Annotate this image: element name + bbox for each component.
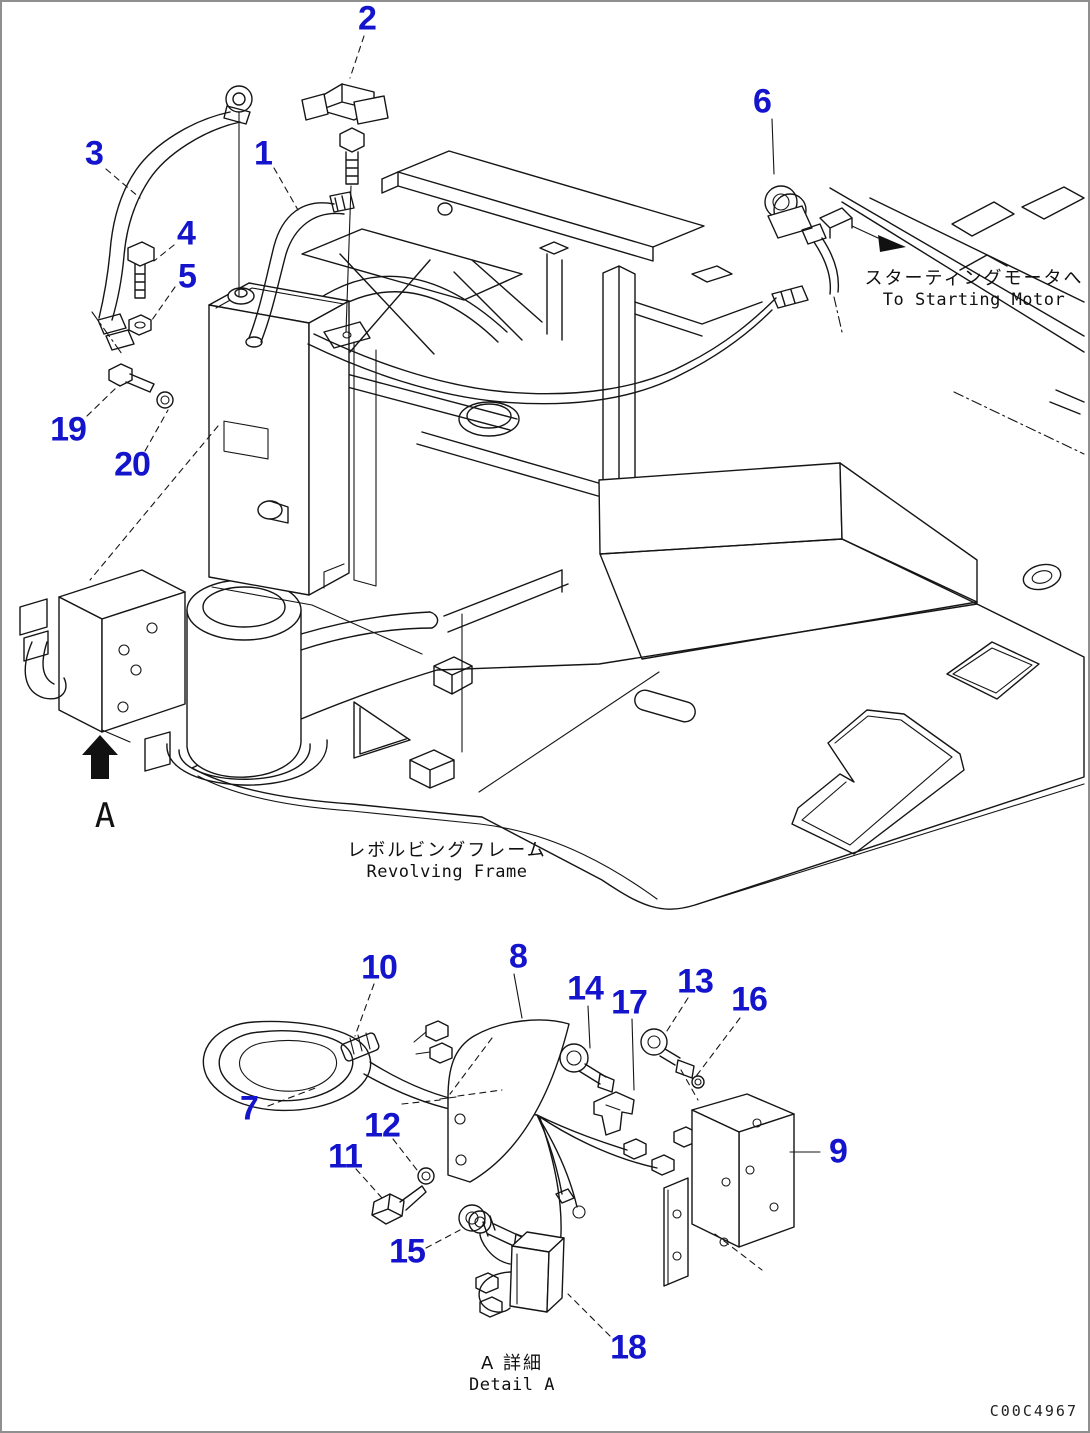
detail-a-harness	[202, 1020, 697, 1275]
caption-revolving-frame-jp: レボルビングフレーム	[347, 840, 547, 861]
leader-line-1	[273, 167, 299, 211]
cable-clamp-10	[340, 1032, 380, 1062]
starter-cable-6	[307, 185, 906, 405]
callout-number-2: 2	[358, 0, 377, 38]
callout-number-20: 20	[114, 445, 151, 484]
leader-line-19	[86, 384, 120, 417]
leader-lines	[86, 35, 821, 1337]
battery-cable-1	[238, 111, 355, 348]
frame-truss	[244, 150, 763, 497]
callout-number-1: 1	[254, 134, 273, 173]
view-a-arrow	[82, 735, 118, 779]
relay-18	[468, 1210, 565, 1318]
callout-number-9: 9	[829, 1132, 848, 1171]
leader-line-20	[144, 409, 169, 452]
leader-line-7	[267, 1086, 319, 1107]
caption-to-starting-motor: スターティングモータへ To Starting Motor	[860, 264, 1088, 310]
leader-line-3	[105, 168, 141, 199]
callout-number-10: 10	[361, 948, 398, 987]
leader-line-5	[151, 286, 176, 321]
callout-number-14: 14	[567, 969, 604, 1008]
caption-detail-a-jp: A 詳細	[480, 1353, 544, 1374]
callout-number-12: 12	[364, 1106, 401, 1145]
detail-a-plate-8	[401, 1019, 570, 1183]
direction-arrow	[878, 235, 906, 252]
relay-box-9	[663, 1093, 795, 1287]
leader-line-8	[513, 973, 523, 1019]
callout-number-8: 8	[509, 937, 528, 976]
leader-line-13	[664, 997, 689, 1035]
callout-number-15: 15	[389, 1232, 426, 1271]
callout-number-16: 16	[731, 980, 768, 1019]
leader-line-11	[355, 1168, 383, 1199]
callout-number-19: 19	[50, 410, 87, 449]
terminal-cover-2	[301, 83, 389, 185]
view-a-letter: A	[94, 796, 116, 836]
leader-line-17	[631, 1018, 635, 1091]
relay-box-assembly	[19, 425, 219, 779]
callout-number-3: 3	[85, 134, 104, 173]
callout-number-4: 4	[177, 214, 196, 253]
leader-line-16	[693, 1017, 741, 1080]
revolving-frame-plate	[191, 462, 1085, 910]
battery-cable-3	[91, 85, 253, 355]
leader-line-10	[354, 983, 375, 1037]
callout-number-17: 17	[611, 983, 648, 1022]
caption-revolving-frame-en: Revolving Frame	[366, 862, 528, 882]
caption-detail-a: A 詳細 Detail A	[442, 1349, 582, 1395]
leader-line-12	[392, 1138, 418, 1171]
callout-number-13: 13	[677, 962, 714, 1001]
leader-line-18	[567, 1293, 611, 1337]
leader-line-4	[153, 244, 175, 262]
frame-rails-right	[819, 186, 1085, 455]
swing-pillar	[144, 569, 569, 786]
callout-number-5: 5	[178, 257, 197, 296]
washer-20	[156, 391, 174, 409]
caption-detail-a-en: Detail A	[469, 1375, 555, 1395]
leader-line-2	[349, 35, 365, 79]
caption-to-starting-motor-jp: スターティングモータへ	[864, 268, 1084, 289]
callout-number-18: 18	[610, 1328, 647, 1367]
leader-line-6	[771, 118, 775, 175]
detail-a-fasteners	[371, 1028, 705, 1255]
leader-line-14	[587, 1005, 591, 1049]
bolt-4	[127, 241, 155, 299]
bolt-19	[108, 363, 155, 393]
callout-number-11: 11	[328, 1137, 363, 1176]
battery	[208, 282, 423, 655]
nut-5	[128, 314, 152, 336]
leader-line-15	[425, 1229, 461, 1249]
callout-number-6: 6	[753, 82, 772, 121]
caption-to-starting-motor-en: To Starting Motor	[882, 290, 1066, 310]
caption-revolving-frame: レボルビングフレーム Revolving Frame	[332, 836, 562, 882]
callout-number-7: 7	[240, 1089, 259, 1128]
drawing-code: C00C4967	[989, 1402, 1078, 1420]
